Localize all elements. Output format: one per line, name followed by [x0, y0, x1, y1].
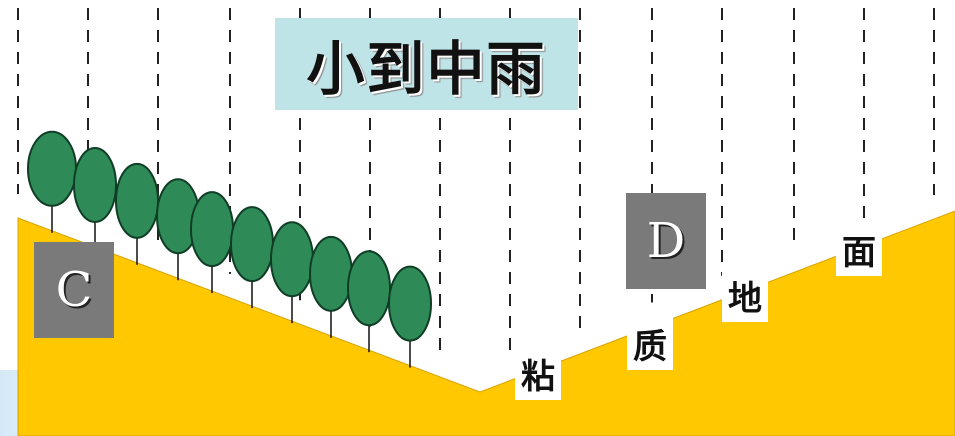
ground-char-3: 地 [722, 268, 768, 322]
ground-char-2: 质 [627, 316, 673, 370]
tree-icon [309, 235, 353, 338]
tree-layer [27, 130, 432, 368]
tree-icon [388, 265, 432, 368]
tree-crown [347, 250, 391, 327]
tree-icon [27, 130, 77, 233]
label-d: D [626, 193, 706, 289]
tree-icon [73, 147, 117, 249]
tree-crown [73, 147, 117, 223]
ground-char-1: 粘 [515, 346, 561, 400]
tree-crown [190, 191, 234, 268]
tree-crown [115, 162, 159, 239]
ground-char-4: 面 [836, 222, 882, 276]
tree-icon [230, 206, 274, 309]
rain-intensity-title: 小到中雨 [275, 18, 578, 110]
tree-icon [270, 221, 314, 324]
label-c: C [34, 242, 114, 338]
tree-crown [230, 206, 274, 283]
ground-profile [17, 210, 955, 436]
tree-crown [309, 235, 353, 312]
tree-crown [388, 265, 432, 342]
tree-icon [190, 191, 234, 294]
tree-icon [115, 162, 159, 265]
tree-icon [347, 250, 391, 353]
tree-crown [27, 130, 77, 207]
tree-crown [270, 221, 314, 298]
